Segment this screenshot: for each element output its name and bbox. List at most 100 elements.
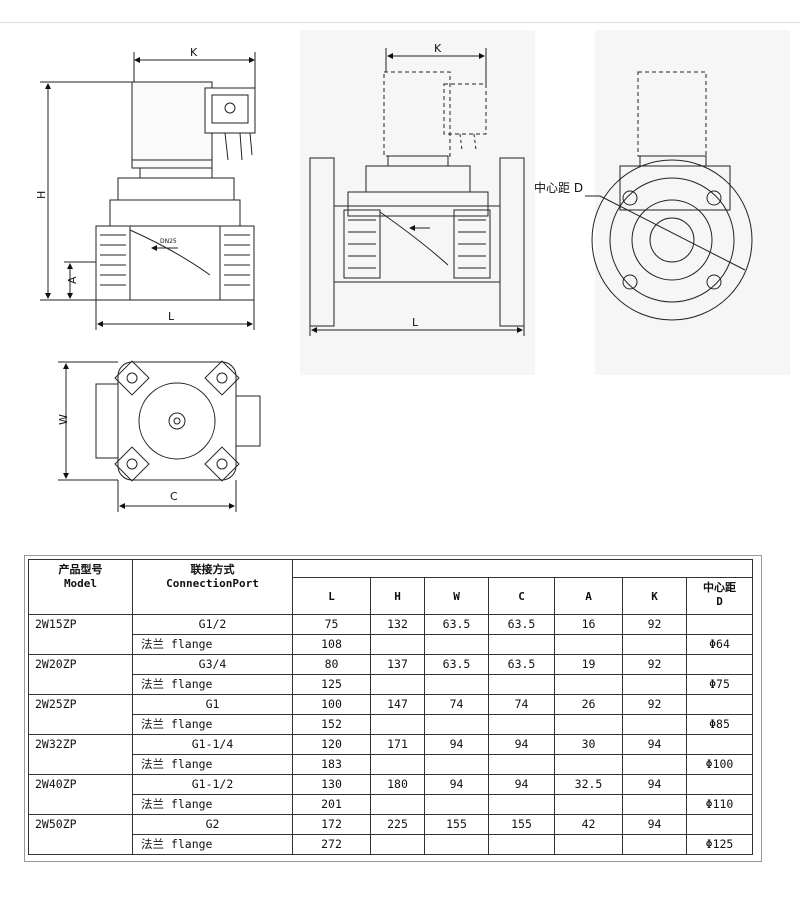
front-view bbox=[40, 52, 256, 330]
cell-port: G2 bbox=[132, 814, 293, 835]
cell-l: 100 bbox=[292, 694, 371, 715]
cell-empty bbox=[488, 834, 555, 855]
front-a-label: A bbox=[66, 276, 79, 284]
cell-empty bbox=[424, 754, 489, 775]
cell-flange-l: 201 bbox=[292, 794, 371, 815]
cell-d: Φ64 bbox=[686, 634, 753, 655]
cell-a: 19 bbox=[554, 654, 623, 675]
cell-port: G1/2 bbox=[132, 614, 293, 635]
cell-empty bbox=[488, 714, 555, 735]
cell-empty bbox=[424, 834, 489, 855]
cell-w: 63.5 bbox=[424, 614, 489, 635]
cell-d-empty bbox=[686, 814, 753, 835]
cell-c: 63.5 bbox=[488, 614, 555, 635]
cell-k: 94 bbox=[622, 774, 687, 795]
header-spacer bbox=[292, 559, 753, 578]
cell-empty bbox=[424, 714, 489, 735]
cell-k: 92 bbox=[622, 694, 687, 715]
cell-k: 92 bbox=[622, 614, 687, 635]
cell-empty bbox=[370, 794, 425, 815]
cell-a: 30 bbox=[554, 734, 623, 755]
cell-port: G3/4 bbox=[132, 654, 293, 675]
col-k-header: K bbox=[622, 577, 687, 615]
cell-a: 26 bbox=[554, 694, 623, 715]
cell-empty bbox=[424, 674, 489, 695]
col-h-header: H bbox=[370, 577, 425, 615]
cell-w: 63.5 bbox=[424, 654, 489, 675]
cell-port: G1-1/4 bbox=[132, 734, 293, 755]
cell-flange-l: 108 bbox=[292, 634, 371, 655]
side-view bbox=[585, 30, 790, 375]
cell-empty bbox=[488, 674, 555, 695]
cell-empty bbox=[488, 754, 555, 775]
col-a-header: A bbox=[554, 577, 623, 615]
cell-empty bbox=[370, 674, 425, 695]
cell-a: 32.5 bbox=[554, 774, 623, 795]
cell-model: 2W40ZP bbox=[28, 774, 133, 815]
top-divider bbox=[0, 22, 800, 23]
cell-empty bbox=[622, 714, 687, 735]
flange-view bbox=[300, 30, 535, 375]
front-k-label: K bbox=[190, 46, 198, 59]
front-arrow-text: DN25 bbox=[160, 238, 177, 245]
cell-d: Φ85 bbox=[686, 714, 753, 735]
cell-empty bbox=[370, 634, 425, 655]
flange-l-label: L bbox=[412, 316, 419, 329]
cell-c: 74 bbox=[488, 694, 555, 715]
cell-port: G1 bbox=[132, 694, 293, 715]
center-distance-label: 中心距 D bbox=[534, 180, 583, 195]
cell-w: 74 bbox=[424, 694, 489, 715]
cell-port: G1-1/2 bbox=[132, 774, 293, 795]
cell-empty bbox=[424, 634, 489, 655]
cell-l: 80 bbox=[292, 654, 371, 675]
cell-d-empty bbox=[686, 614, 753, 635]
cell-empty bbox=[554, 754, 623, 775]
cell-h: 147 bbox=[370, 694, 425, 715]
cell-d: Φ75 bbox=[686, 674, 753, 695]
cell-d: Φ100 bbox=[686, 754, 753, 775]
cell-empty bbox=[554, 714, 623, 735]
cell-k: 94 bbox=[622, 734, 687, 755]
cell-h: 132 bbox=[370, 614, 425, 635]
flange-k-label: K bbox=[434, 42, 442, 55]
cell-empty bbox=[370, 754, 425, 775]
cell-empty bbox=[622, 754, 687, 775]
cell-k: 94 bbox=[622, 814, 687, 835]
cell-l: 130 bbox=[292, 774, 371, 795]
cell-flange-l: 272 bbox=[292, 834, 371, 855]
cell-empty bbox=[554, 634, 623, 655]
cell-flange-l: 125 bbox=[292, 674, 371, 695]
cell-empty bbox=[622, 634, 687, 655]
cell-l: 75 bbox=[292, 614, 371, 635]
cell-c: 94 bbox=[488, 774, 555, 795]
cell-d-empty bbox=[686, 654, 753, 675]
cell-empty bbox=[370, 714, 425, 735]
cell-empty bbox=[370, 834, 425, 855]
cell-w: 94 bbox=[424, 734, 489, 755]
cell-h: 225 bbox=[370, 814, 425, 835]
cell-model: 2W32ZP bbox=[28, 734, 133, 775]
col-w-header: W bbox=[424, 577, 489, 615]
front-h-label: H bbox=[35, 191, 48, 199]
cell-a: 42 bbox=[554, 814, 623, 835]
cell-flange-label: 法兰 flange bbox=[132, 794, 293, 815]
cell-c: 155 bbox=[488, 814, 555, 835]
top-view bbox=[58, 360, 261, 512]
cell-flange-l: 152 bbox=[292, 714, 371, 735]
cell-empty bbox=[622, 794, 687, 815]
cell-empty bbox=[488, 794, 555, 815]
cell-empty bbox=[554, 794, 623, 815]
cell-l: 120 bbox=[292, 734, 371, 755]
cell-empty bbox=[554, 834, 623, 855]
